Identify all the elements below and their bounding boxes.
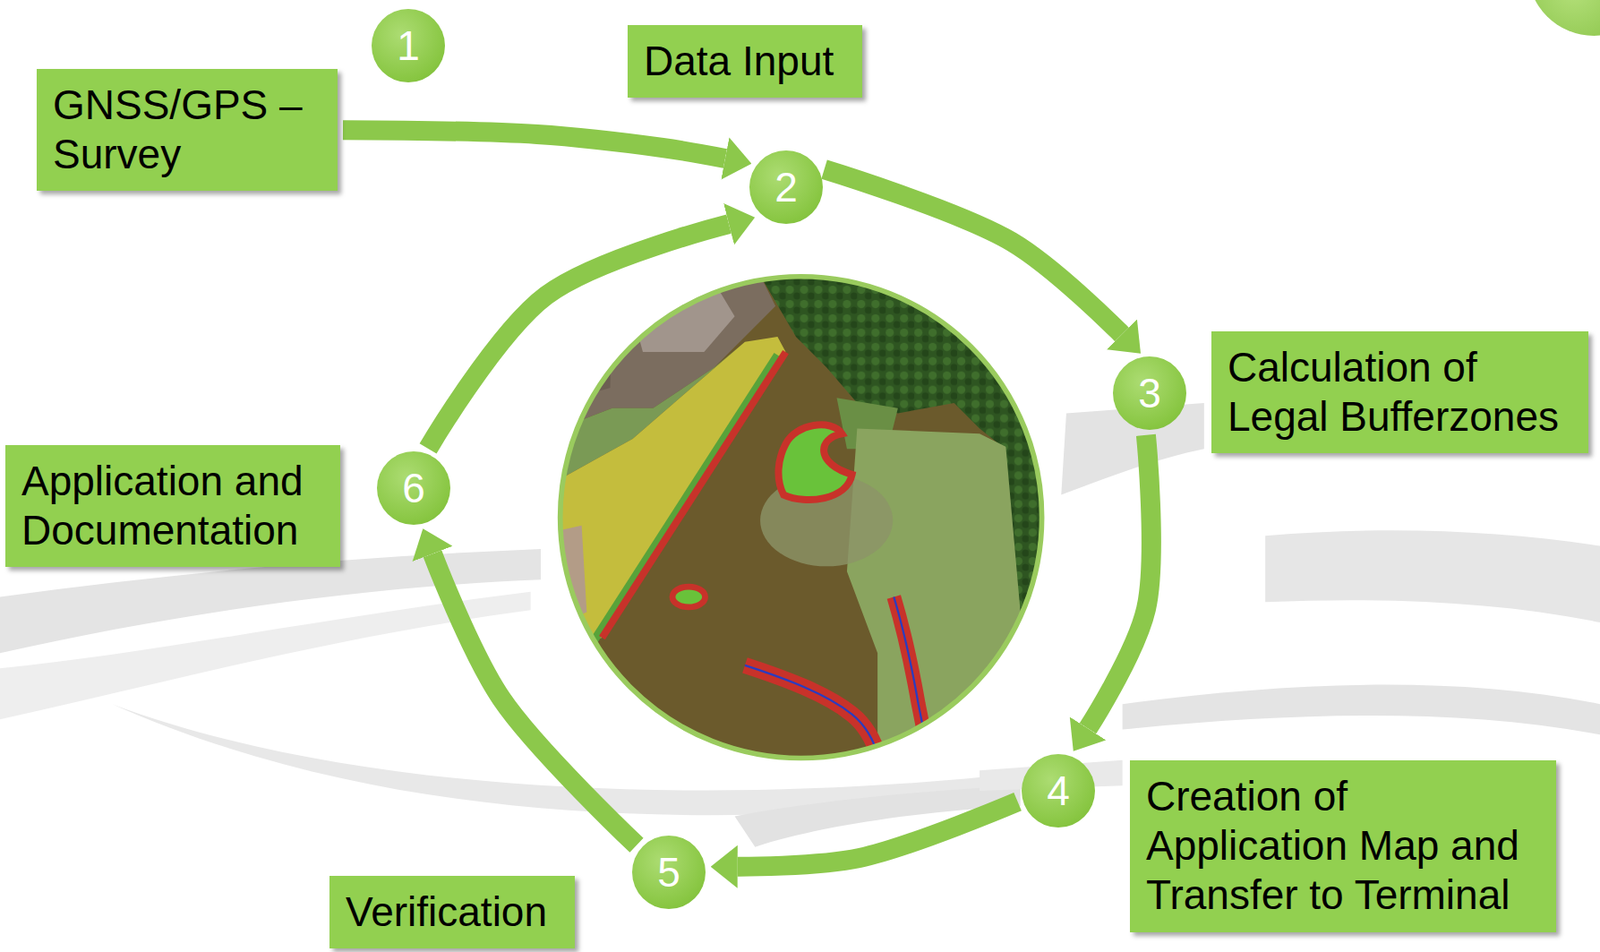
step-label: Data Input xyxy=(643,36,847,86)
cycle-arrow xyxy=(824,169,1122,334)
cycle-arrow xyxy=(432,553,637,845)
step-number-circle: 2 xyxy=(749,150,823,224)
step-number: 2 xyxy=(774,166,798,208)
cycle-arrow xyxy=(737,801,1019,867)
aerial-map xyxy=(559,275,1044,761)
step-number: 4 xyxy=(1046,770,1070,812)
step-number: 5 xyxy=(657,851,681,893)
step-box: Application and Documentation xyxy=(5,444,341,567)
step-label: GNSS/GPS – Survey xyxy=(52,80,322,180)
cycle-arrow xyxy=(427,223,729,449)
step-number-circle: 1 xyxy=(371,8,445,83)
step-box: Creation of Application Map and Transfer… xyxy=(1129,760,1557,933)
step-number-circle: 4 xyxy=(1021,753,1096,828)
step-box: Calculation of Legal Bufferzones xyxy=(1211,331,1589,454)
corner-ball xyxy=(1527,0,1600,36)
cycle-arrow xyxy=(1087,435,1152,729)
map-ring xyxy=(560,276,1043,759)
step-box: Verification xyxy=(329,875,575,949)
step-number-circle: 3 xyxy=(1112,356,1187,430)
step-label: Verification xyxy=(345,887,559,937)
step-label: Application and Documentation xyxy=(21,456,325,556)
cycle-arrow xyxy=(342,129,726,159)
step-box: GNSS/GPS – Survey xyxy=(36,68,338,191)
step-label: Calculation of Legal Bufferzones xyxy=(1227,342,1573,442)
step-box: Data Input xyxy=(627,25,863,98)
step-number: 3 xyxy=(1137,372,1162,414)
step-number: 6 xyxy=(402,467,426,509)
step-label: Creation of Application Map and Transfer… xyxy=(1146,771,1541,921)
step-number-circle: 5 xyxy=(632,835,706,909)
step-number: 1 xyxy=(396,25,420,67)
step-number-circle: 6 xyxy=(376,451,451,525)
